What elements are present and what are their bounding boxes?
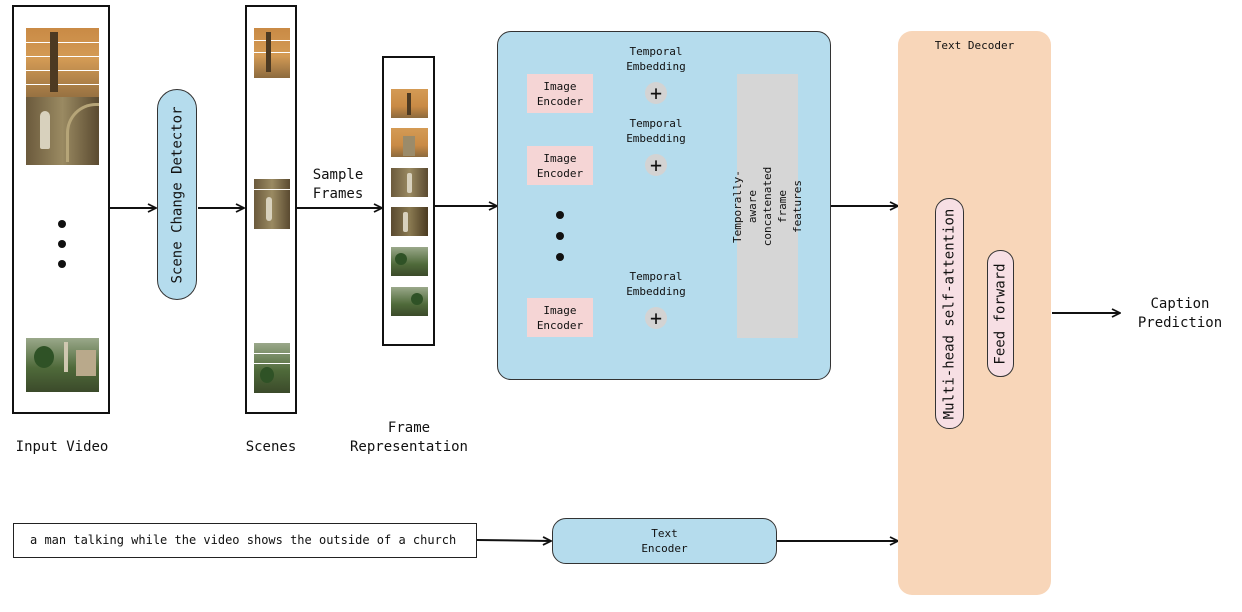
add-icon: + (645, 307, 667, 329)
attention-label: Multi-head self-attention (941, 208, 958, 419)
video-frame-thumbnail (26, 338, 99, 392)
add-icon: + (645, 82, 667, 104)
frame-thumbnail (391, 128, 428, 157)
ellipsis-dot (556, 232, 564, 240)
frame-representation-label: Frame Representation (349, 420, 468, 455)
text-decoder-panel (898, 31, 1051, 595)
frame-thumbnail (391, 247, 428, 276)
input-video-frames (12, 5, 110, 414)
image-encoder: Image Encoder (527, 146, 593, 185)
ellipsis-dot (556, 253, 564, 261)
concatenated-features-box: Temporally-aware concatenated frame feat… (731, 74, 804, 338)
scene-thumbnail (254, 179, 290, 229)
scenes-label: Scenes (245, 439, 297, 455)
scene-thumbnail (254, 28, 290, 78)
feed-forward-block: Feed forward (987, 250, 1014, 377)
temporal-embedding-label: Temporal Embedding (626, 270, 686, 298)
video-frame-thumbnail (26, 28, 99, 104)
ffn-label: Feed forward (992, 262, 1009, 365)
ellipsis-dot (58, 240, 66, 248)
image-encoder: Image Encoder (527, 298, 593, 337)
scenes-frames (245, 5, 297, 414)
text-encoder: Text Encoder (552, 518, 777, 564)
text-decoder-title: Text Decoder (934, 39, 1015, 52)
scene-thumbnail (254, 343, 290, 393)
ellipsis-dot (556, 211, 564, 219)
input-video-label: Input Video (15, 439, 109, 455)
scene-detector-label: Scene Change Detector (169, 105, 186, 284)
video-frame-thumbnail (26, 97, 99, 165)
multi-head-attention-block: Multi-head self-attention (935, 198, 964, 429)
add-icon: + (645, 154, 667, 176)
arrow-text-to-encoder (476, 540, 551, 541)
caption-text-input: a man talking while the video shows the … (13, 523, 477, 558)
frame-thumbnail (391, 89, 428, 118)
ellipsis-dot (58, 260, 66, 268)
caption-prediction-label: Caption Prediction (1137, 296, 1223, 331)
temporal-embedding-label: Temporal Embedding (626, 45, 686, 73)
frame-thumbnail (391, 207, 428, 236)
scene-change-detector: Scene Change Detector (157, 89, 197, 300)
frame-thumbnail (391, 168, 428, 197)
frame-representation-frames (382, 56, 435, 346)
sample-frames-label: Sample Frames (312, 167, 364, 202)
ellipsis-dot (58, 220, 66, 228)
temporal-embedding-label: Temporal Embedding (626, 117, 686, 145)
image-encoder: Image Encoder (527, 74, 593, 113)
concatenated-features-label: Temporally-aware concatenated frame feat… (731, 166, 804, 246)
frame-thumbnail (391, 287, 428, 316)
